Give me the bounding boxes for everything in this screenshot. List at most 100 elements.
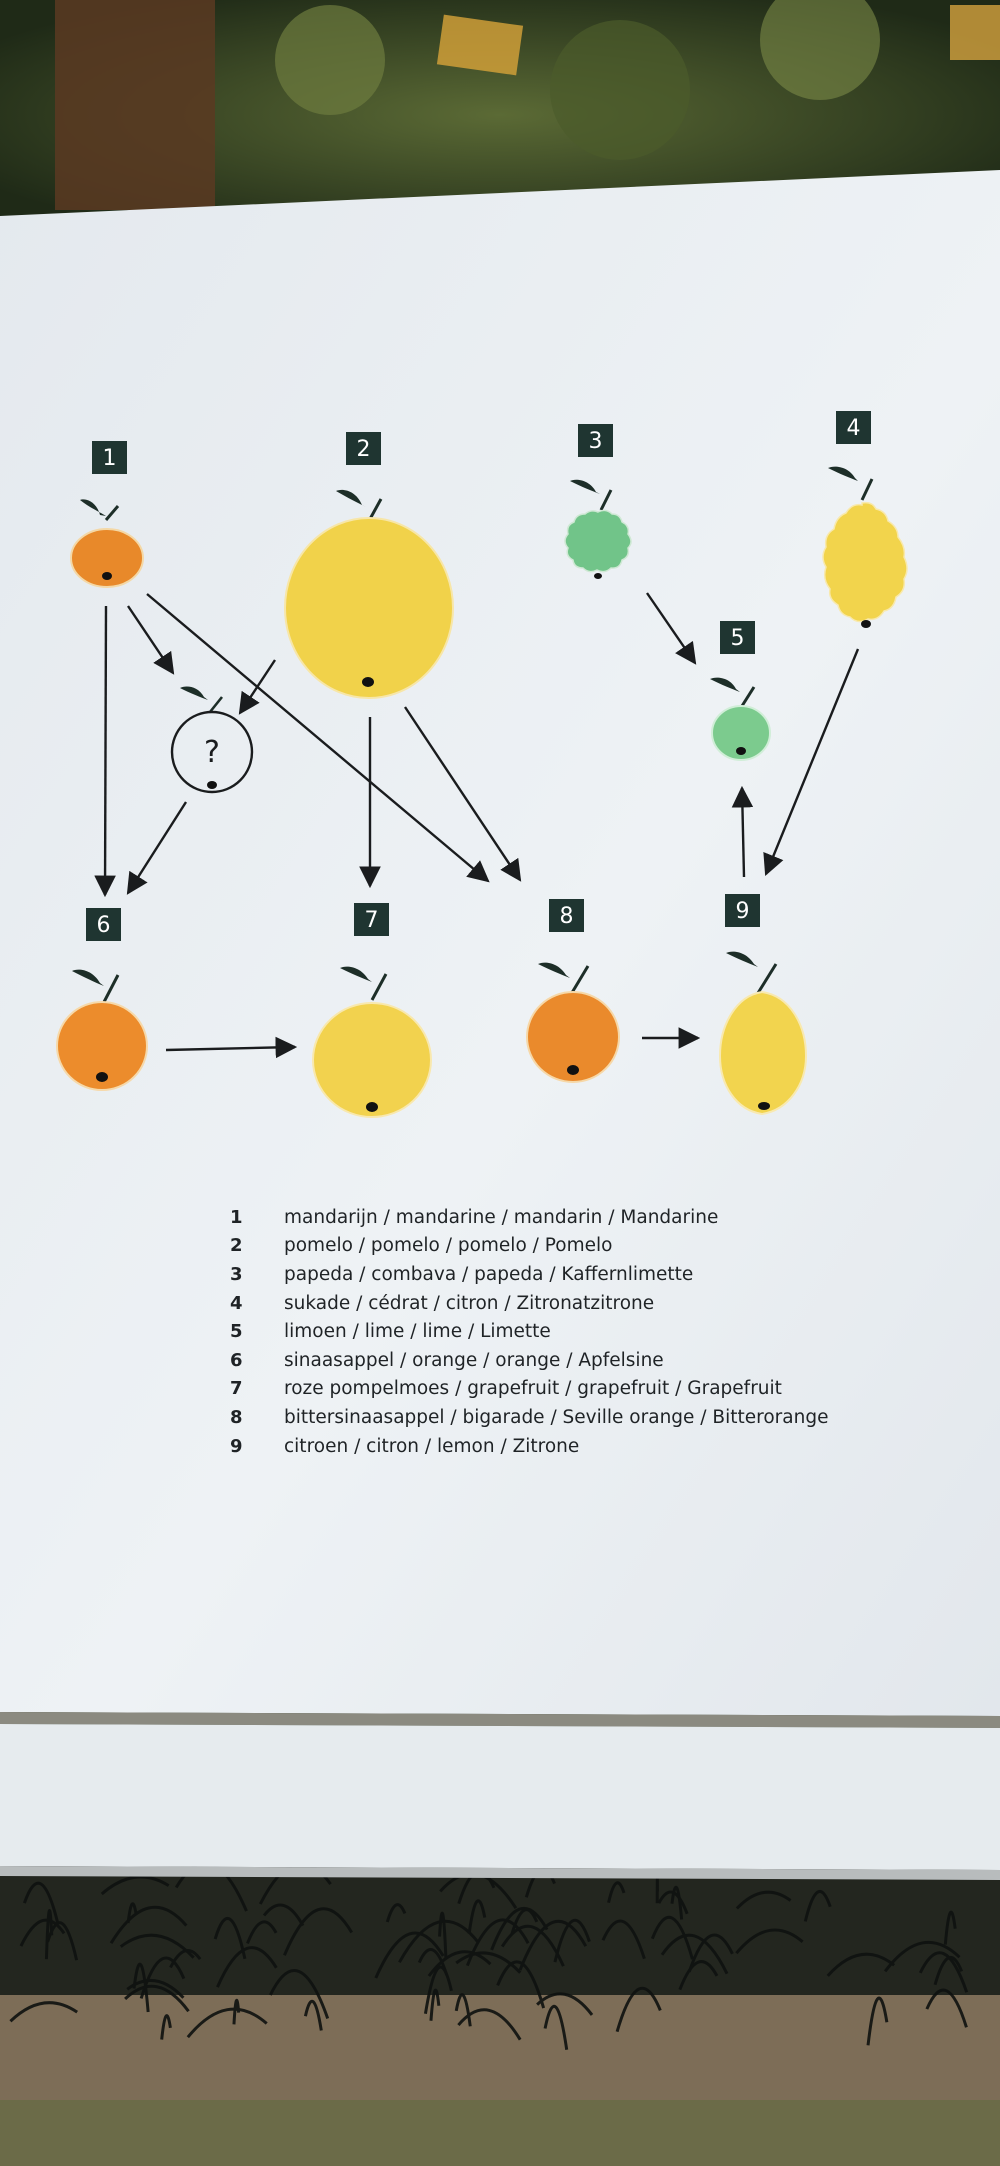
fruit-7-icon bbox=[312, 966, 432, 1118]
grass-blade bbox=[126, 1978, 185, 1999]
svg-text:6: 6 bbox=[97, 913, 111, 938]
grass-blade bbox=[455, 1951, 522, 1974]
svg-text:4: 4 bbox=[847, 416, 861, 441]
legend-number: 1 bbox=[230, 1206, 243, 1228]
svg-text:9: 9 bbox=[736, 899, 750, 924]
grass-blade bbox=[427, 1950, 492, 1977]
label-box-3: 3 bbox=[578, 424, 613, 457]
grass-blade bbox=[650, 1916, 694, 1960]
svg-text:3: 3 bbox=[589, 429, 603, 454]
grass-blade bbox=[22, 1881, 59, 1923]
grass-blade bbox=[454, 1993, 472, 2027]
grass-blade bbox=[918, 1951, 969, 1993]
label-box-7: 7 bbox=[354, 903, 389, 936]
grass-blade bbox=[866, 1996, 889, 2046]
arrows bbox=[94, 592, 860, 1059]
legend-names: citroen / citron / lemon / Zitrone bbox=[284, 1435, 580, 1457]
grass-blade bbox=[124, 1984, 190, 2013]
fruit-2-icon bbox=[284, 489, 454, 699]
svg-text:5: 5 bbox=[731, 626, 745, 651]
grass-blade bbox=[246, 1920, 278, 1944]
arrow-1-to-6 bbox=[94, 605, 116, 898]
grass-blade bbox=[269, 1969, 330, 2019]
grass-blade bbox=[803, 1890, 832, 1922]
label-box-6: 6 bbox=[86, 908, 121, 941]
fruit-4-icon bbox=[822, 466, 908, 628]
grass-blade bbox=[374, 1931, 445, 1979]
background-ground bbox=[0, 1860, 1000, 2166]
grass-blade bbox=[467, 1899, 487, 1934]
fruits: ? bbox=[56, 466, 908, 1118]
number-labels: 1 2 3 4 5 6 7 8 9 bbox=[86, 411, 871, 941]
grass-blade bbox=[543, 2004, 569, 2050]
grass-blade bbox=[496, 1960, 546, 2009]
legend-row-4: 4 sukade / cédrat / citron / Zitronatzitr… bbox=[230, 1289, 870, 1318]
unknown-parent-icon: ? bbox=[170, 686, 254, 794]
grass-blade bbox=[429, 1988, 441, 2021]
sign-board bbox=[0, 170, 1000, 1716]
grass-blade bbox=[438, 1911, 448, 1960]
arrow-9-to-5 bbox=[731, 785, 754, 878]
svg-text:2: 2 bbox=[357, 437, 371, 462]
legend-names: sukade / cédrat / citron / Zitronatzitro… bbox=[284, 1292, 655, 1314]
grass-blade bbox=[925, 1988, 968, 2028]
unknown-parent-symbol: ? bbox=[204, 735, 220, 770]
legend-number: 3 bbox=[230, 1263, 243, 1285]
arrow-3-to-5 bbox=[646, 592, 697, 665]
grass-blade bbox=[687, 1933, 734, 1973]
grass-blade bbox=[518, 1919, 588, 1971]
grass-blade bbox=[826, 1952, 896, 1977]
grass-blade bbox=[465, 1918, 530, 1967]
arrow-6-to-7 bbox=[165, 1036, 298, 1059]
grass-blade bbox=[9, 2001, 79, 2023]
grass-blade bbox=[283, 1907, 353, 1956]
grass-blade bbox=[303, 1999, 323, 2031]
grass-blade bbox=[262, 1903, 305, 1927]
grass-blade bbox=[500, 1924, 565, 1967]
legend-number: 5 bbox=[230, 1321, 243, 1343]
grass-blade bbox=[510, 1908, 539, 1934]
arrow-4-to-9 bbox=[763, 648, 860, 876]
label-box-8: 8 bbox=[549, 899, 584, 932]
legend-row-3: 3 papeda / combava / papeda / Kaffernlime… bbox=[230, 1260, 870, 1289]
sign-frame bbox=[0, 1724, 1000, 1870]
sign-frame-shadow bbox=[0, 1712, 1000, 1728]
legend-number: 4 bbox=[230, 1292, 243, 1314]
legend-number: 8 bbox=[230, 1406, 243, 1428]
grass-blade bbox=[109, 1905, 188, 1944]
tree-trunk bbox=[55, 0, 215, 210]
fruit-1-icon bbox=[70, 499, 144, 588]
svg-text:1: 1 bbox=[103, 446, 117, 471]
grass-blade bbox=[44, 1909, 54, 1960]
svg-text:7: 7 bbox=[365, 908, 379, 933]
legend-row-8: 8 bittersinaasappel / bigarade / Seville … bbox=[230, 1403, 870, 1432]
legend-number: 9 bbox=[230, 1435, 243, 1457]
grass-blade bbox=[553, 1918, 591, 1963]
fruit-3-icon bbox=[564, 479, 632, 579]
label-box-4: 4 bbox=[836, 411, 871, 444]
legend-names: papeda / combava / papeda / Kaffernlimet… bbox=[284, 1263, 694, 1285]
arrow-1-to-8 bbox=[146, 593, 490, 883]
grass-blade bbox=[607, 1881, 626, 1904]
label-box-2: 2 bbox=[346, 432, 381, 465]
svg-text:8: 8 bbox=[560, 904, 574, 929]
plant-tag bbox=[436, 14, 524, 76]
legend-names: bittersinaasappel / bigarade / Seville o… bbox=[284, 1406, 829, 1428]
grass-blade bbox=[186, 2007, 268, 2039]
grass-blade bbox=[670, 1885, 684, 1920]
grass-blade bbox=[216, 1946, 278, 1988]
arrow-2-to-8 bbox=[404, 706, 522, 882]
grass-blade bbox=[660, 1933, 729, 1975]
fruit-9-icon bbox=[718, 951, 808, 1116]
grass-blade bbox=[735, 1890, 792, 1910]
label-box-5: 5 bbox=[720, 621, 755, 654]
legend-number: 7 bbox=[230, 1378, 243, 1400]
legend-names: sinaasappel / orange / orange / Apfelsin… bbox=[284, 1349, 664, 1371]
grass-blade bbox=[735, 1928, 804, 1955]
grass-blades bbox=[9, 1861, 969, 2050]
